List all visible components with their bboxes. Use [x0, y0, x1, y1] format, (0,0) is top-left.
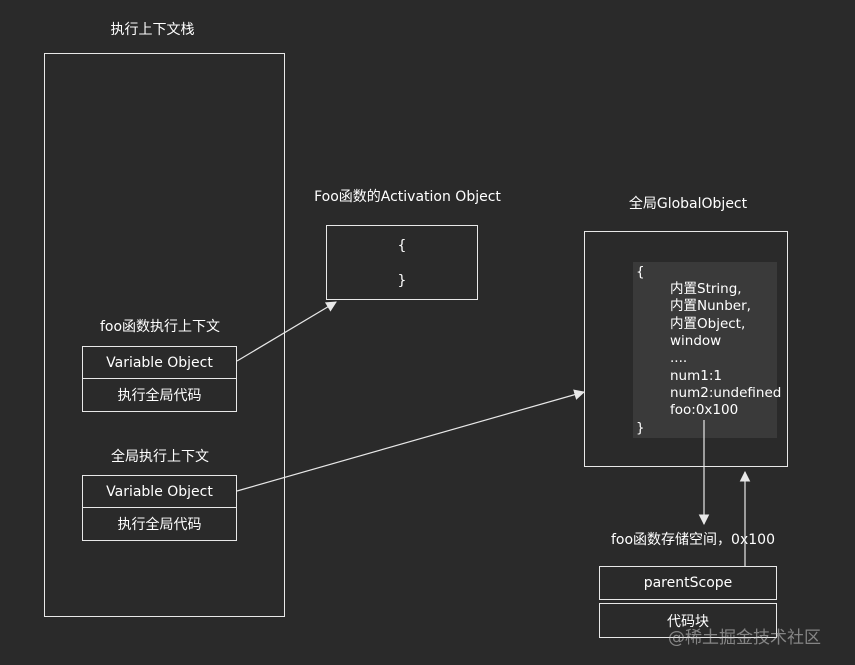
foo-context-title: foo函数执行上下文 [99, 319, 221, 335]
property-line: 内置Nunber, [670, 298, 751, 314]
global-open-brace: { [636, 264, 645, 280]
global-variable-object: Variable Object [82, 475, 237, 508]
code-block-cell: 代码块 [599, 603, 777, 638]
watermark: @稀土掘金技术社区 [668, 628, 821, 648]
property-line: num2:undefined [670, 385, 782, 401]
activation-close-brace: } [397, 273, 407, 289]
parent-scope-cell: parentScope [599, 566, 777, 600]
arrow-global-vo-to-global-object [236, 389, 586, 492]
foo-context-code: 执行全局代码 [82, 378, 237, 412]
global-object-title: 全局GlobalObject [628, 196, 748, 212]
global-close-brace: } [636, 420, 645, 436]
foo-storage-title: foo函数存储空间，0x100 [611, 532, 775, 548]
property-line: window [670, 333, 722, 349]
stack-title: 执行上下文栈 [110, 22, 195, 38]
global-context-code: 执行全局代码 [82, 507, 237, 541]
property-line: 内置String, [670, 281, 742, 297]
activation-object-box [326, 225, 478, 300]
activation-object-title: Foo函数的Activation Object [314, 189, 501, 205]
property-line: 内置Object, [670, 316, 746, 332]
property-line: foo:0x100 [670, 402, 739, 418]
activation-open-brace: { [397, 238, 407, 254]
property-line: num1:1 [670, 368, 722, 384]
global-context-title: 全局执行上下文 [111, 449, 209, 465]
property-line: .... [670, 350, 688, 366]
global-object-box [584, 231, 788, 467]
global-object-properties: { 内置String, 内置Nunber, 内置Object, window .… [633, 262, 781, 438]
foo-variable-object: Variable Object [82, 346, 237, 379]
